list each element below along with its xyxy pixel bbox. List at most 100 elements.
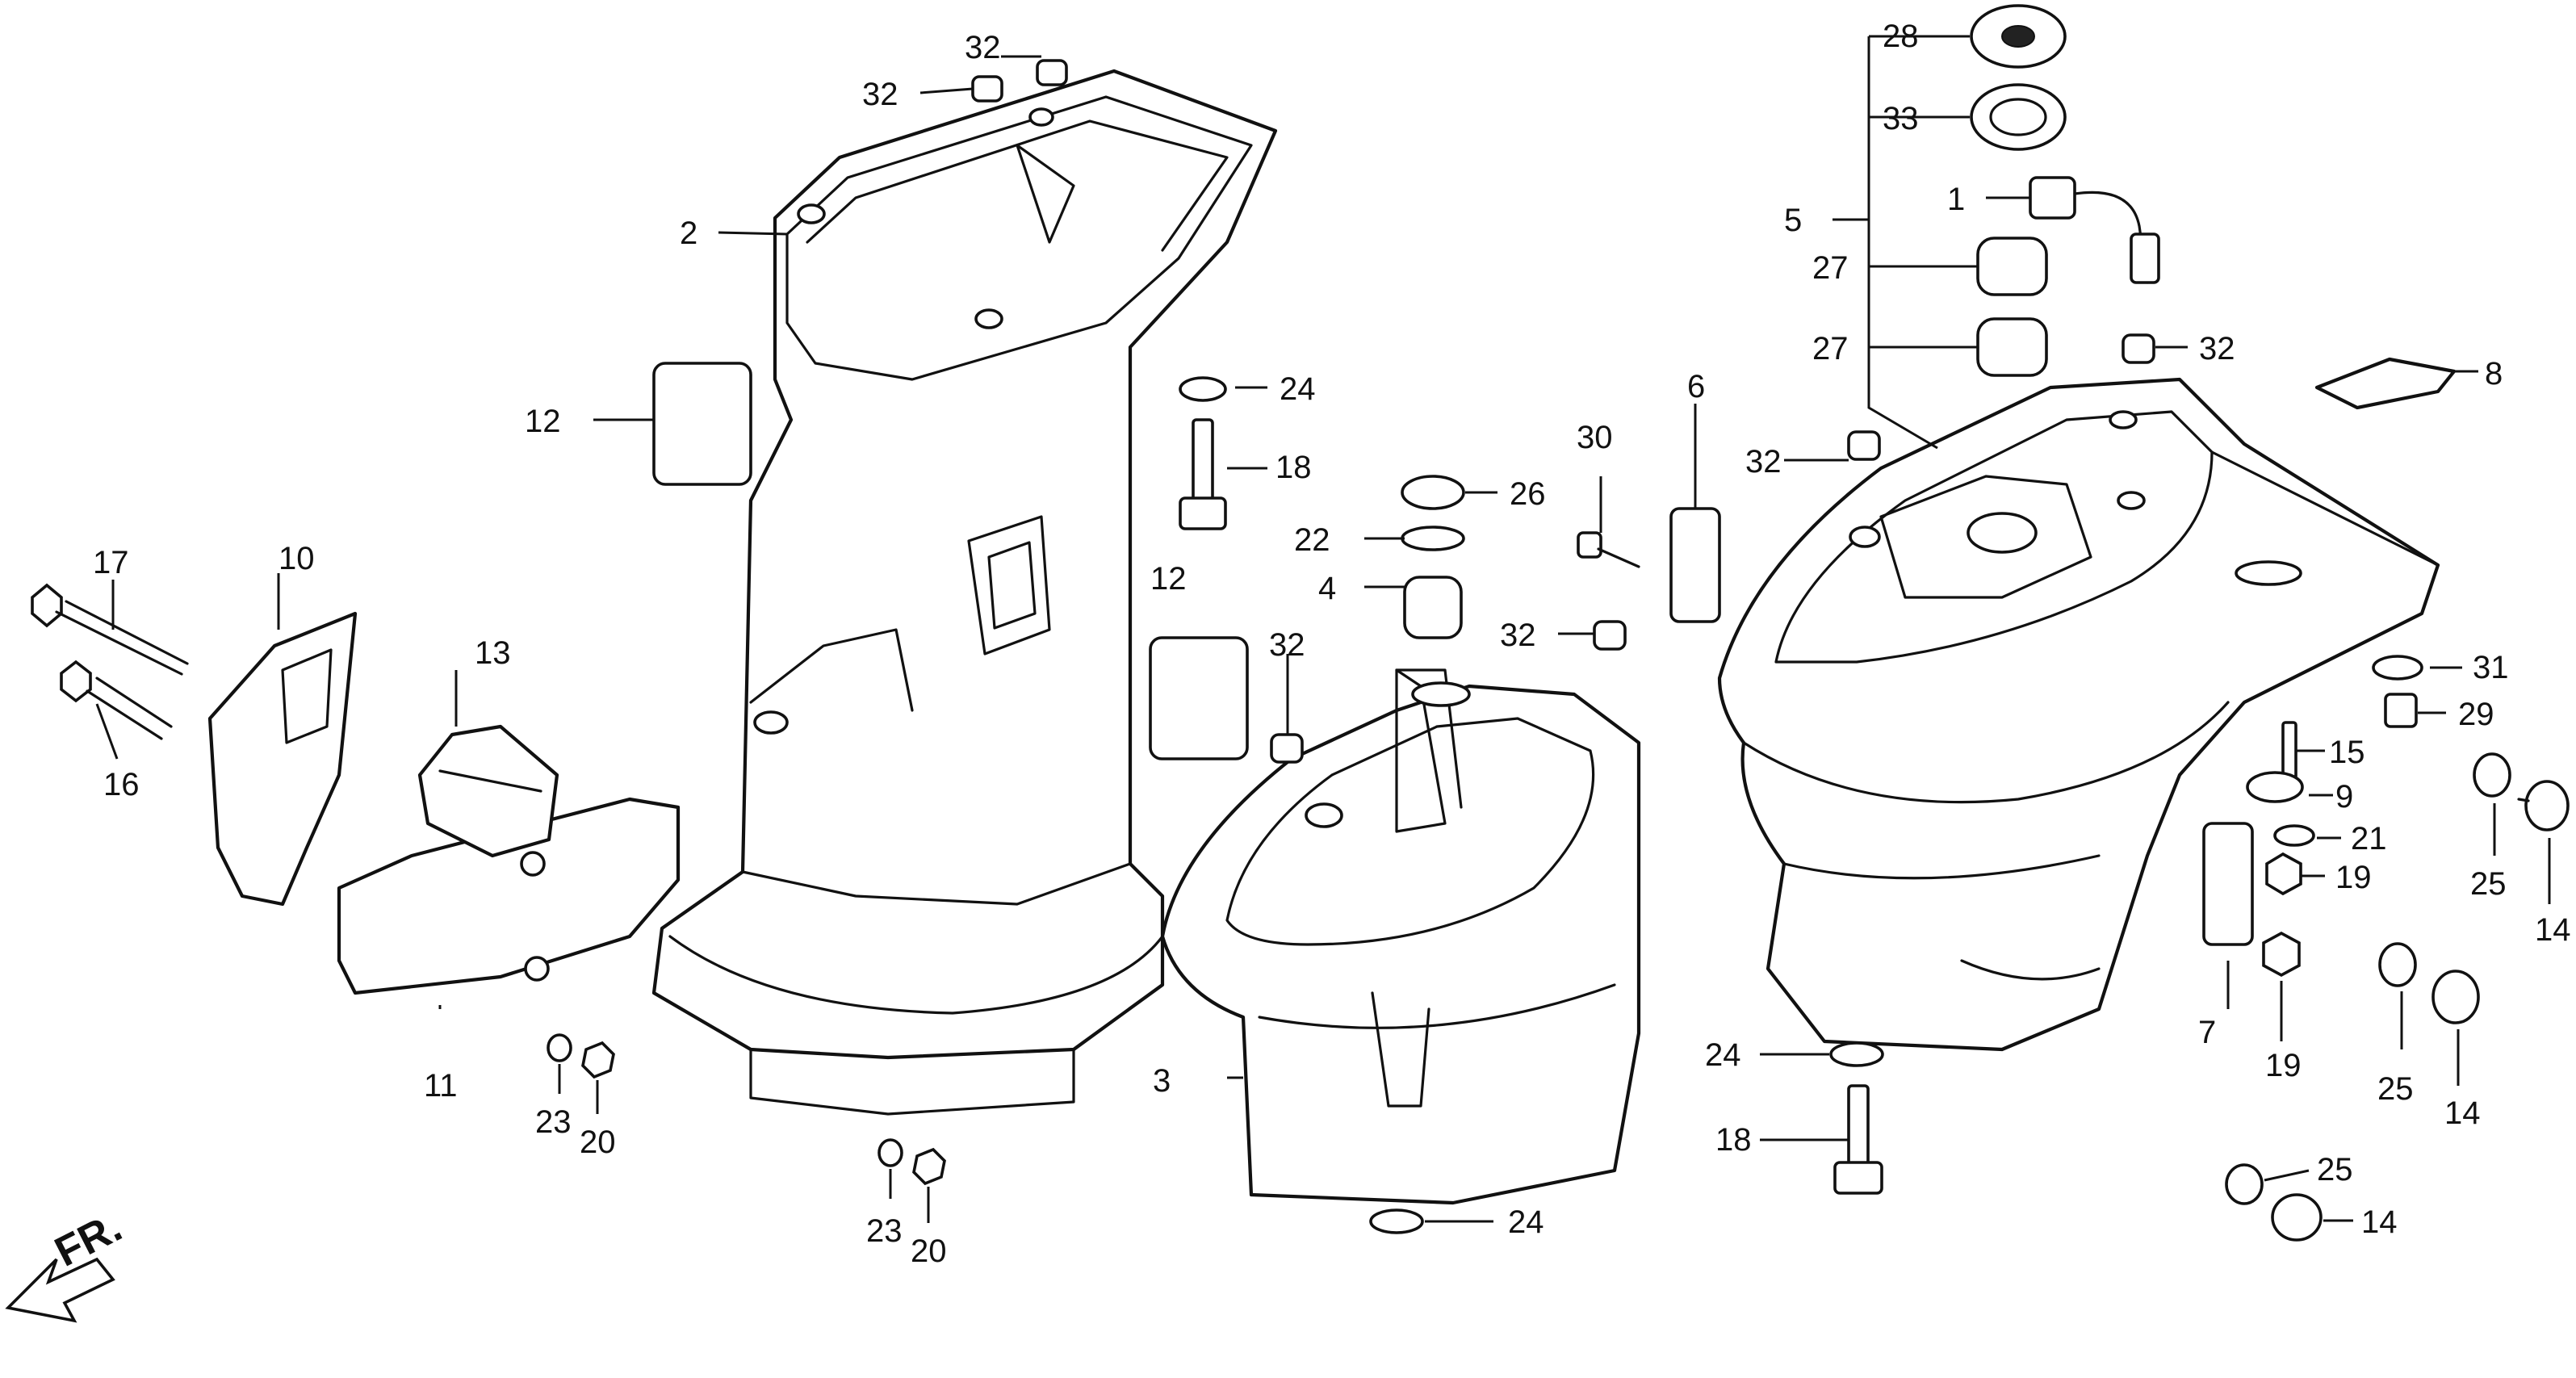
washer-31	[2372, 655, 2423, 681]
bearing-33-race	[1989, 98, 2047, 136]
cover-screw-upper	[520, 851, 546, 877]
callout-26: 26	[1510, 476, 1546, 512]
collar-32d	[1593, 620, 1627, 651]
callout-20b: 20	[911, 1233, 947, 1269]
bearing-27-upper	[1976, 237, 2048, 296]
callout-14b: 14	[2444, 1095, 2481, 1131]
sensor-connector	[2130, 232, 2160, 284]
callout-25b: 25	[2377, 1071, 2414, 1107]
bolt-17-head	[31, 583, 63, 628]
bushing-4	[1403, 576, 1463, 639]
screw-30-head	[1577, 531, 1602, 559]
mount-bracket-window	[281, 648, 333, 744]
nut-20b	[912, 1147, 946, 1186]
cap-9	[2246, 771, 2304, 803]
callout-7: 7	[2198, 1015, 2216, 1050]
callout-19a: 19	[2335, 860, 2372, 895]
callout-32c: 32	[1269, 627, 1305, 663]
callout-32d: 32	[1500, 618, 1536, 653]
callout-16: 16	[103, 767, 140, 802]
callout-3: 3	[1153, 1063, 1171, 1099]
callout-27a: 27	[1812, 250, 1849, 286]
bolt-18-bottom-head	[1833, 1161, 1883, 1195]
washer-23b	[878, 1138, 903, 1167]
callout-30: 30	[1577, 420, 1613, 455]
sensor-body	[2029, 176, 2076, 220]
screw-14c	[2271, 1193, 2323, 1242]
gear-case-assembly	[1717, 377, 2440, 1052]
washer-25a	[2473, 752, 2511, 798]
callout-23a: 23	[535, 1104, 572, 1140]
washer-23a	[547, 1033, 572, 1062]
sponge-upper	[652, 362, 752, 486]
callout-18b: 18	[1715, 1122, 1752, 1158]
callout-32e: 32	[1745, 444, 1782, 480]
callout-12b: 12	[1150, 561, 1187, 597]
front-arrow	[5, 1257, 115, 1323]
callout-27b: 27	[1812, 331, 1849, 366]
callout-29: 29	[2458, 697, 2494, 732]
mount-rubber-rib	[438, 769, 542, 793]
washer-25b	[2378, 942, 2417, 987]
bearing-33	[1970, 83, 2067, 151]
callout-17: 17	[93, 545, 129, 580]
callout-2: 2	[680, 216, 697, 251]
mount-rubber	[417, 724, 559, 858]
callout-32a: 32	[965, 30, 1001, 65]
callout-21: 21	[2351, 821, 2387, 857]
callout-4: 4	[1318, 571, 1336, 606]
nut-19a	[2265, 852, 2302, 896]
callout-14c: 14	[2361, 1204, 2398, 1240]
collar-32e	[1847, 430, 1881, 461]
bolt-16-head	[60, 660, 92, 703]
collar-32c	[1270, 733, 1304, 764]
washer-26	[1401, 475, 1465, 510]
callout-1: 1	[1947, 182, 1965, 217]
callout-19b: 19	[2265, 1048, 2302, 1083]
collar-32f	[2122, 333, 2155, 364]
callout-5: 5	[1784, 203, 1802, 238]
collar-32b	[971, 75, 1003, 103]
anode-7	[2202, 822, 2254, 946]
callout-24b: 24	[1705, 1037, 1741, 1073]
bolt-18-bottom-shank	[1847, 1084, 1870, 1172]
anode-6	[1669, 507, 1721, 623]
lower-extension-case	[1160, 668, 1641, 1205]
stud-15	[2281, 721, 2297, 781]
screw-30-shank	[1597, 547, 1640, 568]
callout-20a: 20	[580, 1125, 616, 1160]
bolt-18-top-head	[1179, 496, 1227, 530]
upper-extension-case	[651, 69, 1278, 1116]
callout-32f: 32	[2199, 331, 2235, 366]
callout-13: 13	[475, 635, 511, 671]
bolt-29	[2384, 693, 2418, 728]
washer-24-right	[1829, 1041, 1884, 1067]
callout-32b: 32	[862, 77, 898, 112]
callout-33: 33	[1883, 101, 1919, 136]
screw-14b	[2431, 970, 2480, 1024]
washer-24-top	[1179, 376, 1227, 402]
screw-14a	[2524, 780, 2570, 831]
nut-19b	[2262, 931, 2301, 978]
nut-20a	[581, 1041, 615, 1079]
callout-24c: 24	[1508, 1204, 1544, 1240]
leader-lines	[95, 35, 2551, 1223]
collar-32a	[1036, 59, 1068, 86]
washer-24-bottom	[1369, 1208, 1424, 1234]
callout-15: 15	[2329, 735, 2365, 770]
callout-28: 28	[1883, 19, 1919, 54]
callout-9: 9	[2335, 779, 2353, 815]
washer-25c	[2225, 1163, 2264, 1205]
mount-bracket	[207, 611, 358, 907]
washer-22	[1401, 526, 1465, 551]
callout-31: 31	[2473, 650, 2509, 685]
callout-18a: 18	[1275, 450, 1312, 485]
callout-25c: 25	[2317, 1152, 2353, 1187]
screw-14a-shank	[2517, 798, 2530, 802]
callout-23b: 23	[866, 1213, 903, 1249]
sponge-lower	[1149, 636, 1249, 760]
callout-24a: 24	[1280, 371, 1316, 407]
sensor-lead	[2073, 191, 2149, 284]
bolt-18-top-shank	[1192, 418, 1214, 510]
